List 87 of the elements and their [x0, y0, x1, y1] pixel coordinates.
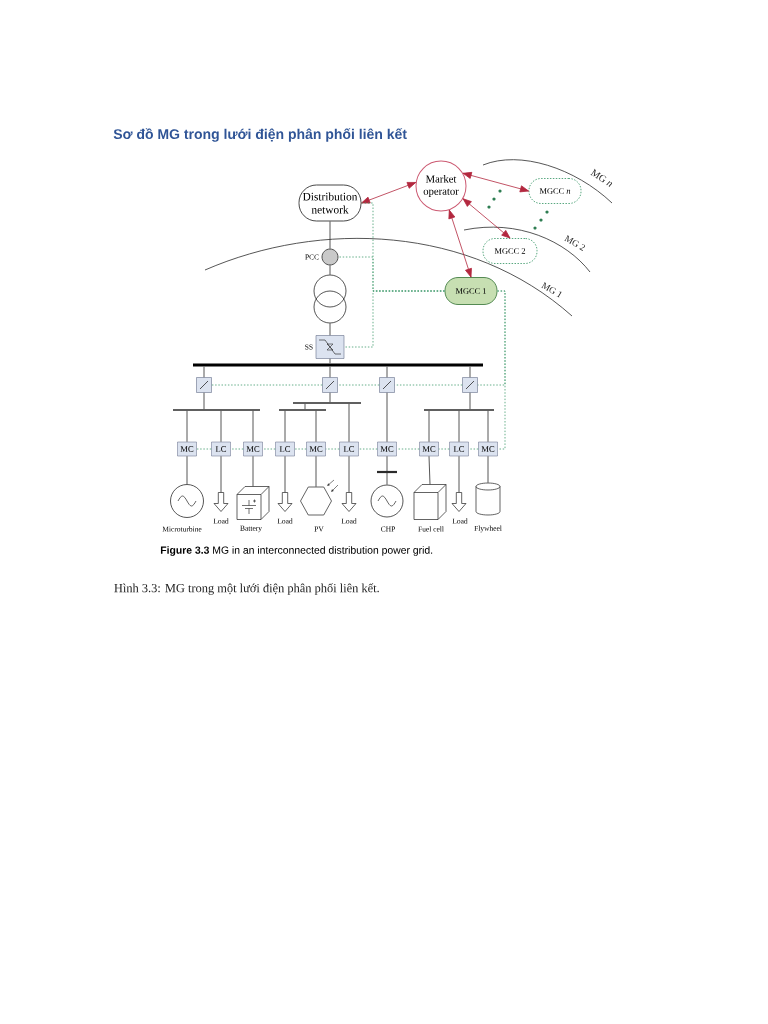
power-line	[329, 265, 331, 276]
control-line	[294, 448, 307, 450]
power-line	[458, 410, 460, 443]
control-line	[394, 384, 463, 386]
power-line	[348, 403, 350, 443]
switch-box	[322, 377, 338, 393]
transformer-symbol	[313, 274, 347, 324]
arc-label: MG 1	[541, 281, 562, 298]
control-line	[358, 448, 378, 450]
power-line	[304, 403, 306, 410]
power-line	[469, 392, 471, 410]
controller-box: LC	[449, 441, 469, 457]
controller-box: MC	[306, 441, 326, 457]
controller-box: LC	[275, 441, 295, 457]
power-line	[386, 392, 388, 443]
power-line	[428, 410, 430, 443]
power-line	[220, 455, 222, 493]
power-line	[428, 455, 431, 485]
figure-caption: Figure 3.3 MG in an interconnected distribution power grid.	[160, 546, 433, 556]
arrow	[462, 198, 511, 239]
controller-box: MGCC 1	[444, 277, 498, 305]
control-line	[497, 290, 506, 450]
control-line	[343, 290, 445, 348]
control-line	[396, 448, 420, 450]
fuel-cell-symbol	[413, 484, 447, 520]
arrow	[448, 209, 472, 278]
power-line	[386, 455, 388, 485]
pcc-circle	[321, 248, 339, 266]
power-line	[487, 455, 489, 484]
power-line	[329, 392, 331, 403]
controller-box: MC	[177, 441, 197, 457]
power-line	[329, 322, 331, 336]
controller-box: MGCC 2	[482, 238, 538, 264]
load-symbol	[341, 492, 357, 512]
arc-label: MG 2	[564, 234, 585, 251]
power-line	[203, 366, 205, 378]
power-line	[252, 455, 254, 487]
flywheel-symbol	[475, 482, 501, 516]
control-line	[230, 448, 244, 450]
generator-symbol	[370, 484, 404, 518]
network-box: Distribution network	[298, 184, 362, 222]
control-line	[468, 448, 479, 450]
control-line	[196, 448, 212, 450]
load-symbol	[213, 492, 229, 512]
power-line	[220, 410, 222, 443]
arrow	[462, 171, 529, 193]
controller-box: MC	[377, 441, 397, 457]
controller-box: MC	[478, 441, 498, 457]
power-line	[203, 392, 205, 410]
controller-box: LC	[211, 441, 231, 457]
power-line	[458, 455, 460, 493]
control-line	[325, 448, 340, 450]
power-line	[487, 410, 489, 443]
arrow	[361, 182, 417, 204]
power-line	[315, 410, 317, 443]
battery-symbol	[236, 486, 270, 520]
power-line	[386, 366, 388, 378]
power-line	[315, 455, 317, 488]
load-symbol	[451, 492, 467, 512]
switch-box	[379, 377, 395, 393]
power-line	[252, 410, 254, 443]
bus-bar	[193, 363, 483, 367]
power-line	[469, 366, 471, 378]
controller-box: LC	[339, 441, 359, 457]
page-title: Sơ đồ MG trong lưới điện phân phối liên kết	[113, 128, 407, 142]
control-line	[211, 384, 323, 386]
power-line	[329, 358, 331, 364]
controller-box: MC	[419, 441, 439, 457]
load-symbol	[277, 492, 293, 512]
control-line	[262, 448, 276, 450]
controller-box: MC	[243, 441, 263, 457]
static-switch-box	[315, 335, 345, 359]
power-line	[186, 455, 188, 485]
power-line	[329, 366, 331, 378]
power-line	[284, 455, 286, 493]
switch-box	[462, 377, 478, 393]
caption-text: Hình 3.3: MG trong một lưới điện phân phối liên kết.	[114, 583, 379, 595]
controller-box: MGCC n	[528, 178, 582, 204]
power-line	[348, 455, 350, 493]
generator-symbol	[170, 484, 204, 518]
control-line	[438, 448, 450, 450]
power-line	[284, 410, 286, 443]
pv-panel-symbol	[300, 479, 339, 516]
power-line	[329, 221, 331, 249]
power-line	[186, 410, 188, 443]
switch-box	[196, 377, 212, 393]
control-line	[337, 384, 380, 386]
